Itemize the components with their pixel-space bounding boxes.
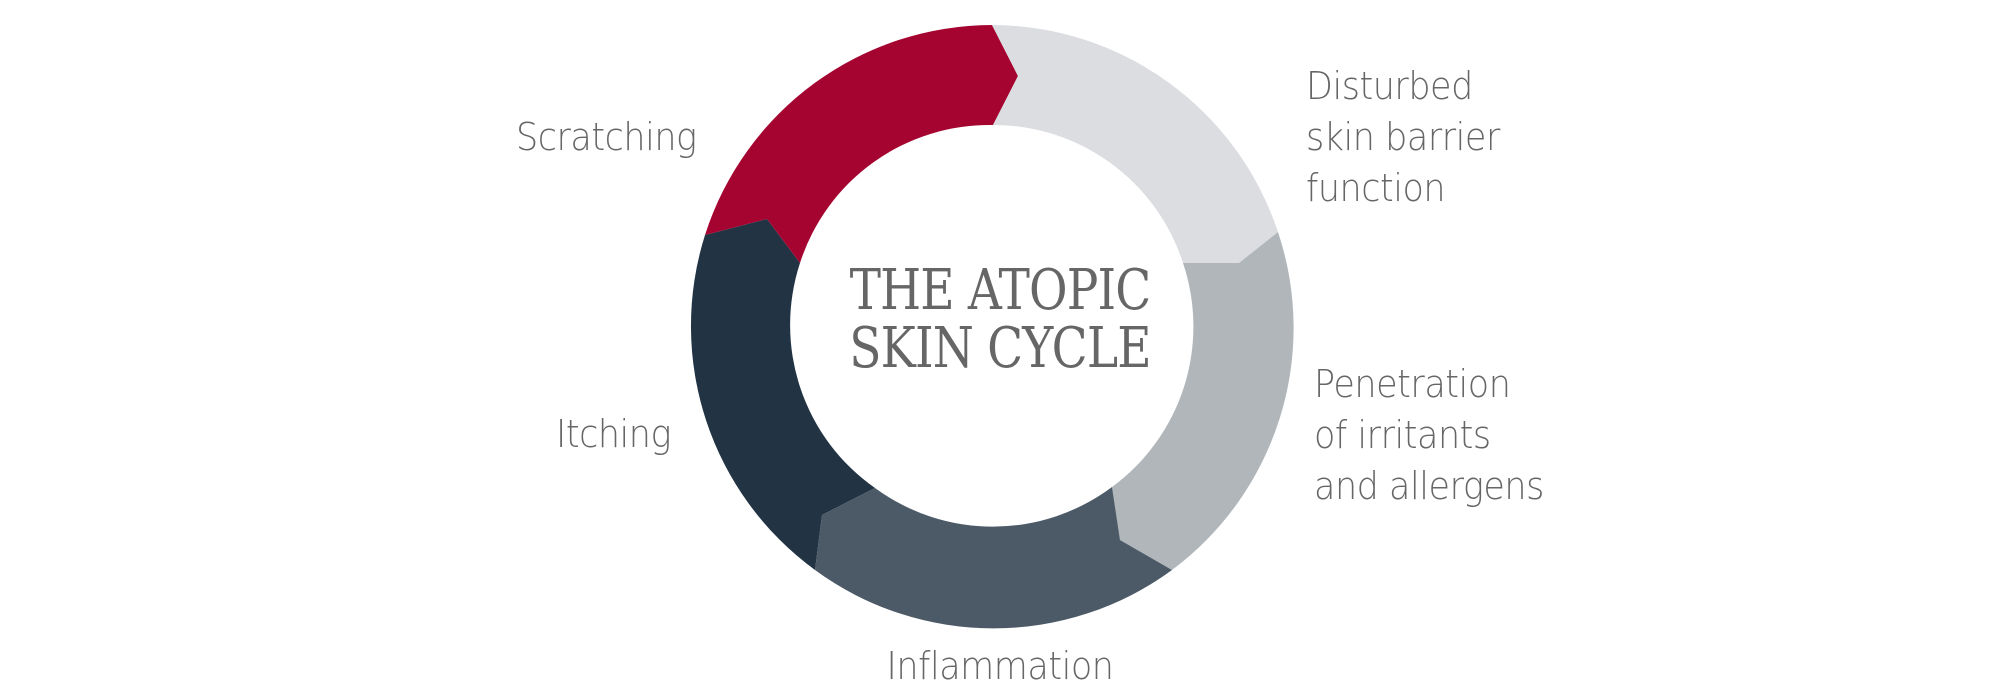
segment-itching xyxy=(690,219,875,570)
title-line-2: SKIN CYCLE xyxy=(849,316,1151,381)
label-penetration-line-1: Penetration xyxy=(1314,362,1511,406)
label-inflammation-line-1: Inflammation xyxy=(886,644,1114,688)
segment-disturbed-skin-barrier xyxy=(992,25,1278,263)
label-disturbed-line-3: function xyxy=(1306,166,1446,210)
label-scratching: Scratching xyxy=(516,112,697,163)
label-disturbed-line-2: skin barrier xyxy=(1306,115,1500,159)
label-itching: Itching xyxy=(556,409,671,460)
title-line-1: THE ATOPIC xyxy=(849,258,1152,323)
segment-scratching xyxy=(705,25,1018,263)
label-penetration-line-2: of irritants xyxy=(1314,413,1491,457)
segment-inflammation xyxy=(815,487,1172,629)
label-scratching-line-1: Scratching xyxy=(516,115,697,159)
label-itching-line-1: Itching xyxy=(556,412,672,456)
label-penetration-line-3: and allergens xyxy=(1314,464,1544,508)
diagram-title: THE ATOPIC SKIN CYCLE xyxy=(849,258,1152,381)
segment-penetration-irritants xyxy=(1112,232,1294,570)
label-disturbed-skin-barrier: Disturbed skin barrier function xyxy=(1306,61,1500,214)
label-inflammation: Inflammation xyxy=(887,641,1114,692)
label-disturbed-line-1: Disturbed xyxy=(1306,64,1473,108)
label-penetration-irritants: Penetration of irritants and allergens xyxy=(1314,359,1544,512)
